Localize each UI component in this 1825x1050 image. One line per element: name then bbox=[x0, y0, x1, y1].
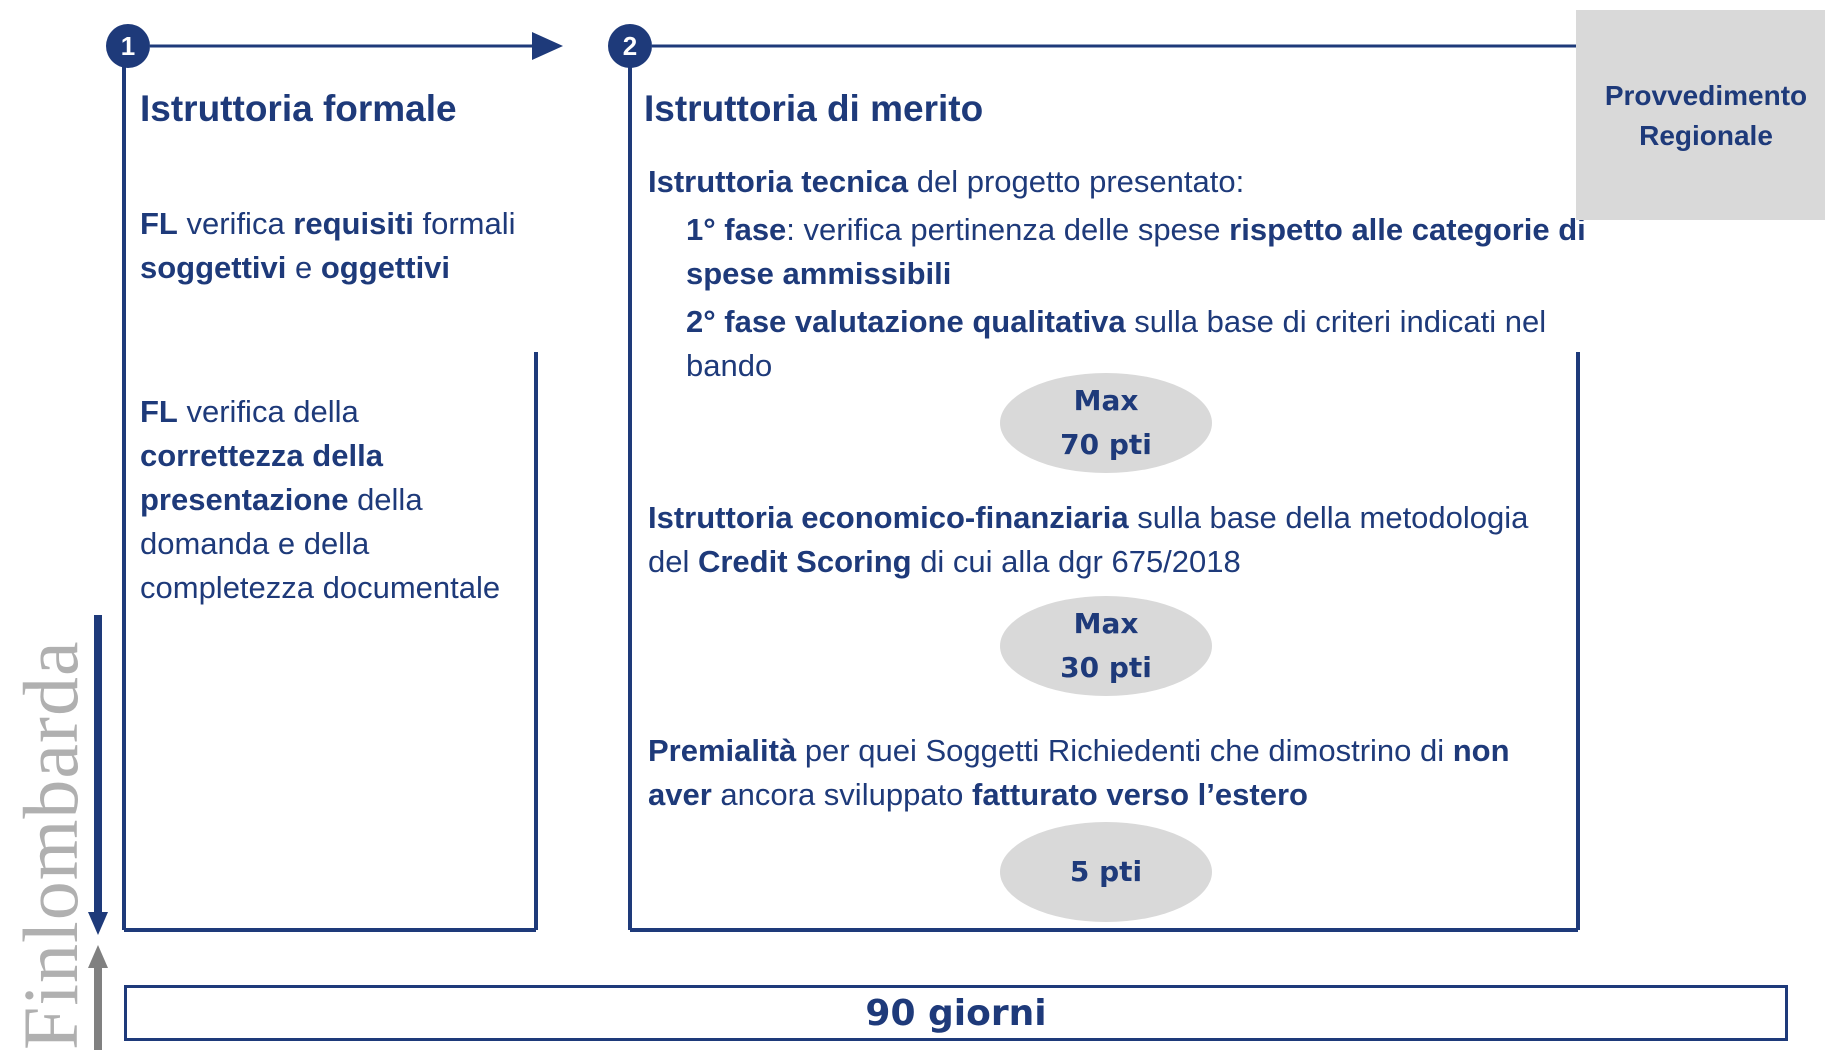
finlombarda-logo: Finlombarda bbox=[7, 640, 94, 1050]
istruttoria-economica-text: Istruttoria economico-finanziaria sulla … bbox=[648, 500, 1529, 579]
duration-label: 90 giorni bbox=[865, 992, 1047, 1034]
step-2-title: Istruttoria di merito bbox=[644, 88, 984, 129]
score-tecnica-badge: Max 70 pti bbox=[1000, 373, 1212, 473]
step-1-paragraph-correttezza: FL verifica della correttezza della pres… bbox=[140, 394, 501, 605]
score-economica-badge: Max 30 pti bbox=[1000, 596, 1212, 696]
provvedimento-regionale-box bbox=[1576, 10, 1825, 220]
premialita-text: Premialità per quei Soggetti Richiedenti… bbox=[648, 733, 1510, 812]
istruttoria-tecnica-lead: Istruttoria tecnica del progetto present… bbox=[648, 164, 1245, 199]
step-1-title: Istruttoria formale bbox=[140, 88, 457, 129]
step-1-paragraph-requisiti: FL verifica requisiti formali soggettivi… bbox=[140, 206, 516, 285]
step-2-badge: 2 bbox=[608, 24, 652, 68]
duration-bar: 90 giorni bbox=[124, 985, 1788, 1041]
step-1-badge: 1 bbox=[106, 24, 150, 68]
istruttoria-tecnica-phase-1: 1° fase: verifica pertinenza delle spese… bbox=[686, 212, 1586, 291]
istruttoria-tecnica-phase-2: 2° fase valutazione qualitativa sulla ba… bbox=[686, 304, 1547, 383]
score-premialita-badge: 5 pti bbox=[1000, 822, 1212, 922]
provvedimento-regionale-label: Provvedimento Regionale bbox=[1604, 80, 1808, 151]
